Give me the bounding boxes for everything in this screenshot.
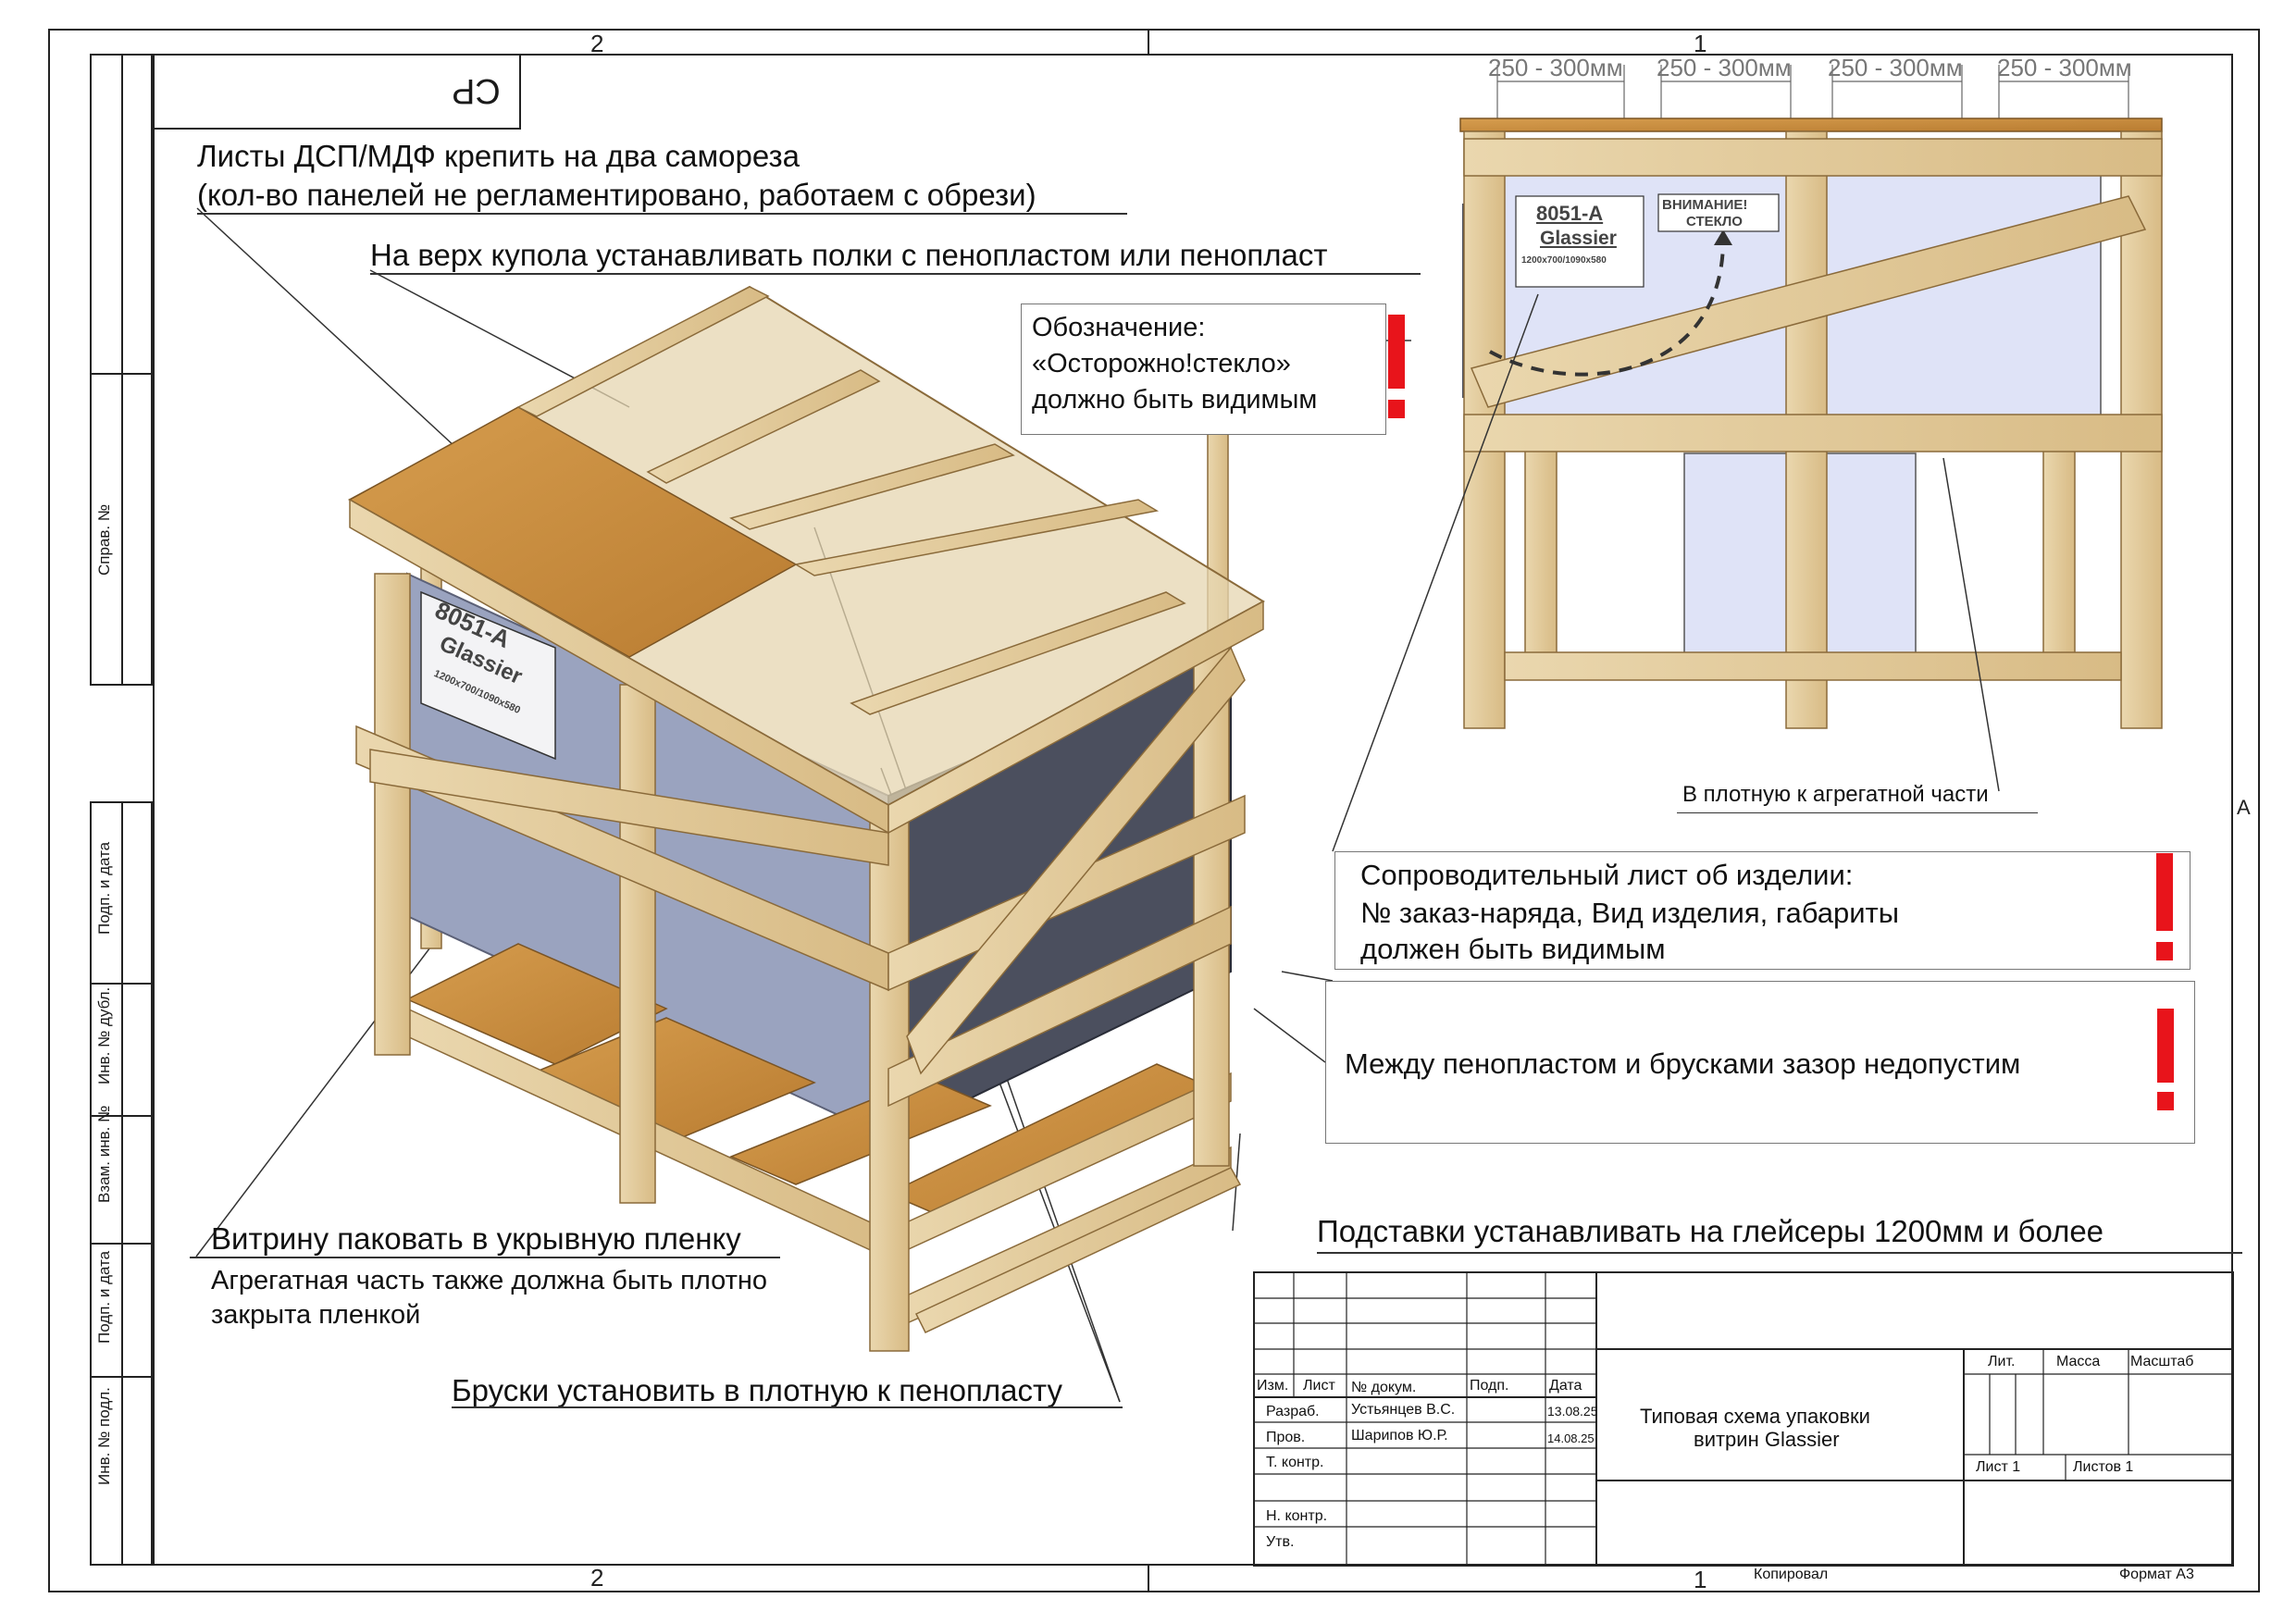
front-label-model: 8051-А [1536, 202, 1604, 225]
callout-accompanying-sheet [1334, 851, 2191, 970]
tb-row-name-2: Шарипов Ю.Р. [1351, 1428, 1448, 1443]
zone-number-top-left: 2 [590, 30, 604, 57]
crate-top-slats [349, 286, 1264, 835]
note-sheets-line1: Листы ДСП/МДФ крепить на два самореза [197, 139, 800, 173]
crate-mid-rails [355, 646, 1246, 1108]
tb-row-role-6: Утв. [1266, 1534, 1295, 1550]
copy-label: Копировал [1754, 1567, 1829, 1582]
tb-row-role-2: Пров. [1266, 1430, 1306, 1445]
tb-scale-label: Масштаб [2130, 1354, 2194, 1369]
note-bars: Бруски установить в плотную к пенопласту [452, 1373, 1062, 1407]
side-div-4 [90, 1376, 153, 1378]
note-marking-line1: Обозначение: [1032, 313, 1206, 342]
underline-stands [1317, 1252, 2242, 1254]
note-wrap-main: Витрину паковать в укрывную пленку [211, 1221, 741, 1256]
dimension-2: 250 - 300мм [1657, 54, 1792, 81]
tb-sheets-label: Листов 1 [2073, 1459, 2134, 1475]
underline-dome-top [370, 273, 1421, 275]
zone-letter-side: A [2237, 796, 2251, 819]
tb-title-line1: Типовая схема упаковки [1640, 1405, 1870, 1428]
exclamation-icon-1 [1388, 315, 1405, 418]
side-div-1 [90, 983, 153, 985]
tb-title-line2: витрин Glassier [1694, 1428, 1840, 1451]
note-stands: Подставки устанавливать на глейсеры 1200… [1317, 1214, 2104, 1248]
tb-header-data: Дата [1549, 1378, 1582, 1394]
tb-header-list: Лист [1303, 1378, 1335, 1394]
outer-frame [48, 29, 2260, 1592]
note-sheets-line2: (кол-во панелей не регламентировано, раб… [197, 178, 1036, 212]
dimension-1: 250 - 300мм [1488, 54, 1623, 81]
tb-row-role-3: Т. контр. [1266, 1455, 1324, 1470]
tb-row-role-1: Разраб. [1266, 1404, 1320, 1419]
zone-number-bottom-left: 2 [590, 1564, 604, 1592]
note-sheet-doc-line2: № заказ-наряда, Вид изделия, габариты [1360, 897, 1900, 929]
note-marking-line2: «Осторожно!стекло» [1032, 349, 1291, 378]
crate-bottom-boards [405, 943, 1223, 1222]
dimension-3: 250 - 300мм [1828, 54, 1963, 81]
exclamation-icon-3 [2157, 1009, 2174, 1110]
dimension-4: 250 - 300мм [1997, 54, 2132, 81]
note-dome-top: На верх купола устанавливать полки с пен… [370, 238, 1328, 272]
tb-mass-label: Масса [2056, 1354, 2101, 1369]
underline-sheets [197, 213, 1127, 215]
front-label-brand: Glassier [1540, 228, 1617, 249]
front-view-rails [1463, 138, 2163, 681]
zone-number-bottom-right: 1 [1694, 1566, 1707, 1593]
tb-row-name-1: Устьянцев В.С. [1351, 1402, 1456, 1418]
tb-header-podp: Подп. [1470, 1378, 1509, 1394]
note-sheet-doc-line1: Сопроводительный лист об изделии: [1360, 859, 1854, 891]
format-label: Формат А3 [2119, 1567, 2194, 1582]
showcase-label-card [420, 590, 556, 761]
callout-glass-marking [1021, 304, 1386, 435]
underline-bars [452, 1406, 1123, 1408]
tb-sheet-label: Лист 1 [1976, 1459, 2021, 1475]
underline-wrap [190, 1257, 780, 1258]
side-div-3 [90, 1243, 153, 1245]
code-box [153, 54, 521, 130]
side-strip-col-lower [121, 801, 123, 1566]
side-strip-col [121, 54, 123, 686]
tb-row-date-2: 14.08.25 [1547, 1431, 1595, 1445]
zone-divider-bottom [1148, 1566, 1149, 1592]
tb-row-date-1: 13.08.25 [1547, 1404, 1598, 1419]
note-aggregate: В плотную к агрегатной части [1682, 782, 1989, 807]
callout-gap [1325, 981, 2195, 1144]
note-sheet-doc-line3: должен быть видимым [1360, 933, 1666, 965]
side-div-2 [90, 1115, 153, 1117]
front-view-dimension-lines [1496, 65, 2129, 118]
front-warning-line1: ВНИМАНИЕ! [1662, 197, 1748, 213]
tb-header-doc: № докум. [1351, 1380, 1417, 1395]
zone-number-top-right: 1 [1694, 30, 1707, 57]
note-wrap-sub2: закрыта пленкой [211, 1300, 421, 1330]
tb-lit-label: Лит. [1988, 1354, 2016, 1369]
crate-front-legs [374, 573, 1230, 1352]
front-warning-line2: СТЕКЛО [1686, 214, 1743, 229]
tb-row-role-5: Н. контр. [1266, 1508, 1328, 1524]
callout-aggregate [1677, 777, 2038, 813]
note-wrap-sub1: Агрегатная часть также должна быть плотн… [211, 1266, 768, 1295]
tb-header-izm: Изм. [1257, 1378, 1289, 1394]
exclamation-icon-2 [2156, 853, 2173, 960]
inner-frame [153, 54, 2233, 1566]
zone-divider-top [1148, 29, 1149, 54]
note-gap: Между пенопластом и брусками зазор недоп… [1345, 1047, 2021, 1080]
note-marking-line3: должно быть видимым [1032, 385, 1318, 415]
front-label-size: 1200х700/1090х580 [1521, 255, 1607, 266]
